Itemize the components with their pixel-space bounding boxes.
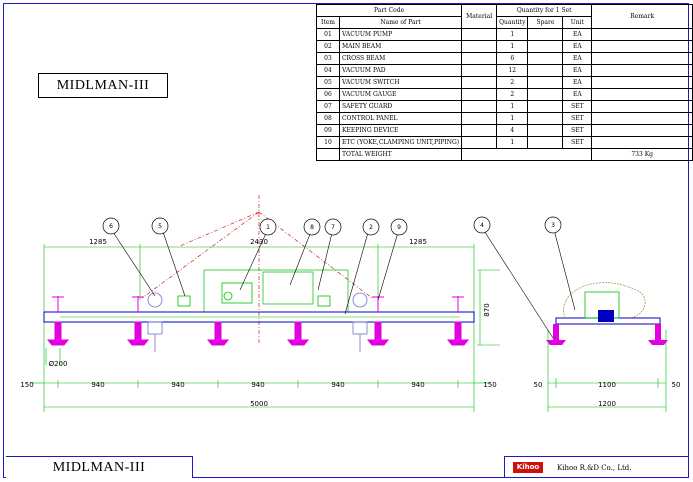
dim-940: 940 [331, 381, 344, 389]
balloon-label: 9 [397, 224, 401, 231]
balloon-3 [544, 216, 562, 234]
yokes [147, 292, 368, 352]
balloon-7 [324, 218, 342, 236]
vacuum-pump [221, 282, 253, 304]
drawing-title-footer: MIDLMAN-III [6, 456, 193, 478]
dim-1285-left: 1285 [89, 238, 107, 246]
dim-5000: 5000 [250, 400, 268, 408]
dim-940: 940 [251, 381, 264, 389]
vacuum-switch-right [317, 295, 331, 307]
dim-1285-right: 1285 [409, 238, 427, 246]
dim-2430: 2430 [250, 238, 268, 246]
company-name: Kihoo R.&D Co., Ltd. [557, 463, 632, 472]
drawing-title: MIDLMAN-III [38, 73, 168, 98]
dim-1200: 1200 [598, 400, 616, 408]
drawing-frame [3, 3, 689, 478]
balloon-label: 7 [331, 224, 335, 231]
company-logo: Kihoo [513, 462, 543, 473]
balloon-label: 2 [369, 224, 373, 231]
balloon-label: 5 [158, 223, 162, 230]
balloon-5 [151, 217, 169, 235]
balloon-9 [390, 218, 408, 236]
vacuum-pads [46, 321, 470, 346]
main-beam [43, 311, 475, 323]
dim-940: 940 [411, 381, 424, 389]
balloon-2 [362, 218, 380, 236]
balloon-8 [303, 218, 321, 236]
balloon-1 [259, 218, 277, 236]
balloon-label: 8 [310, 224, 314, 231]
dim-200: Ø200 [49, 360, 68, 368]
dim-50-right: 50 [672, 381, 681, 389]
header-remark: Remark [591, 4, 693, 29]
balloon-4 [473, 216, 491, 234]
leader-lines [110, 225, 576, 339]
dim-50-left: 50 [534, 381, 543, 389]
dimension-labels: 1285 2430 1285 870 Ø200 150 940 940 940 … [20, 238, 680, 408]
dim-150-left: 150 [20, 381, 33, 389]
dim-1100: 1100 [598, 381, 616, 389]
dimension-lines [30, 244, 667, 412]
balloon-group [102, 216, 562, 236]
dim-940: 940 [91, 381, 104, 389]
dim-870: 870 [483, 303, 491, 316]
title-block-company: Kihoo Kihoo R.&D Co., Ltd. [504, 456, 689, 478]
pump-motor [223, 291, 233, 301]
side-yoke [598, 310, 614, 322]
balloon-label: 3 [551, 222, 555, 229]
balloon-label: 4 [480, 222, 484, 229]
side-pads [546, 324, 668, 345]
total-row: TOTAL WEIGHT 733 Kg [316, 148, 693, 161]
balloon-labels: 6 5 1 8 7 2 9 4 3 [109, 222, 555, 231]
balloon-label: 1 [266, 224, 270, 231]
balloon-6 [102, 217, 120, 235]
keeping-devices [52, 296, 464, 312]
balloon-label: 6 [109, 223, 113, 230]
dim-150-right: 150 [483, 381, 496, 389]
control-box [262, 271, 314, 305]
side-hose [563, 282, 646, 319]
vacuum-switch-left [177, 295, 191, 307]
dim-940: 940 [171, 381, 184, 389]
total-weight-label: TOTAL WEIGHT [338, 148, 463, 161]
total-weight-value: 733 Kg [591, 148, 693, 161]
bill-of-materials: Part Code Material Quantity for 1 Set Re… [315, 4, 693, 161]
